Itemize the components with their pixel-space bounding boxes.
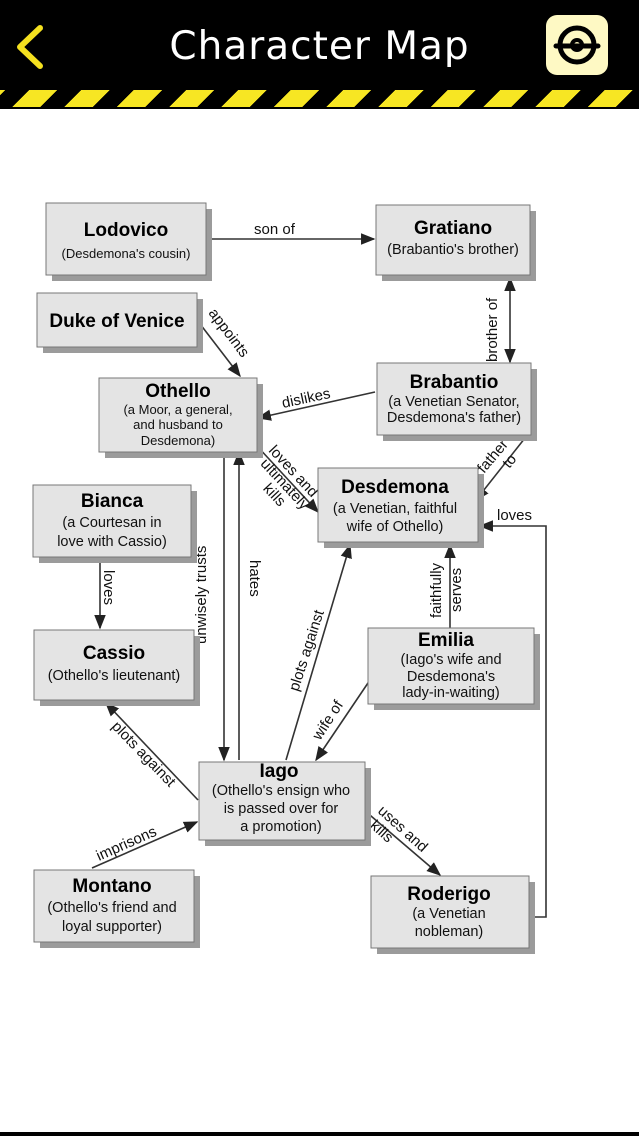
- node-desc-1: (a Courtesan in: [62, 515, 161, 531]
- node-name: Emilia: [418, 630, 474, 651]
- node-iago: Iago (Othello's ensign who is passed ove…: [198, 761, 371, 846]
- settings-button[interactable]: [546, 15, 608, 75]
- node-name: Lodovico: [84, 220, 168, 241]
- node-desc-1: (a Venetian Senator,: [388, 394, 519, 410]
- node-name: Roderigo: [407, 884, 490, 905]
- node-desc-1: (a Moor, a general,: [123, 402, 232, 417]
- node-emilia: Emilia (Iago's wife and Desdemona's lady…: [367, 627, 540, 710]
- node-bianca: Bianca (a Courtesan in love with Cassio): [32, 484, 197, 563]
- node-name: Othello: [145, 381, 210, 402]
- node-desc-2: is passed over for: [224, 801, 339, 817]
- node-desc: (Brabantio's brother): [387, 242, 519, 258]
- label-plots-against-desdemona: plots against: [286, 607, 328, 693]
- node-desc-1: (Iago's wife and: [400, 652, 501, 668]
- label-brother-of: brother of: [484, 297, 501, 362]
- node-name: Bianca: [81, 491, 144, 512]
- node-desc-1: (Othello's ensign who: [212, 783, 350, 799]
- edge-loves-desdemona: [478, 520, 547, 918]
- node-desc-3: a promotion): [240, 819, 321, 835]
- node-roderigo: Roderigo (a Venetian nobleman): [370, 875, 535, 954]
- label-faithfully-serves: faithfully serves: [428, 562, 465, 618]
- node-name: Cassio: [83, 643, 145, 664]
- label-imprisons: imprisons: [94, 823, 160, 865]
- edge-plots-against-cassio: [105, 701, 199, 801]
- node-desc-3: Desdemona): [141, 433, 215, 448]
- node-desc-1: (Othello's friend and: [47, 900, 176, 916]
- relationship-lines: [91, 233, 547, 918]
- chevron-left-icon: [17, 25, 43, 69]
- node-name: Montano: [72, 876, 151, 897]
- node-name: Duke of Venice: [49, 311, 184, 332]
- bottom-edge: [0, 1132, 639, 1136]
- label-unwisely-trusts: unwisely trusts: [193, 546, 210, 644]
- circle-target-icon: [553, 25, 601, 65]
- node-desc-2: loyal supporter): [62, 919, 162, 935]
- header-bar: [0, 0, 639, 90]
- node-brabantio: Brabantio (a Venetian Senator, Desdemona…: [376, 362, 537, 441]
- node-desc-3: lady-in-waiting): [402, 685, 500, 701]
- svg-text:faithfully: faithfully: [428, 562, 445, 618]
- edge-father-to: [475, 437, 526, 502]
- node-name: Brabantio: [410, 372, 499, 393]
- label-loves-desdemona: loves: [497, 507, 532, 524]
- edge-appoints: [196, 319, 241, 378]
- node-lodovico: Lodovico (Desdemona's cousin): [45, 202, 212, 281]
- page-title: Character Map: [169, 24, 470, 69]
- node-desc-2: nobleman): [415, 924, 484, 940]
- node-name: Gratiano: [414, 218, 492, 239]
- svg-text:serves: serves: [448, 568, 465, 612]
- node-desc: (Othello's lieutenant): [48, 668, 181, 684]
- edge-dislikes: [256, 391, 376, 421]
- node-desc-2: wife of Othello): [346, 519, 444, 535]
- label-plots-against-cassio: plots against: [108, 718, 179, 791]
- node-desc-2: and husband to: [133, 417, 223, 432]
- label-loves-cassio: loves: [100, 570, 117, 605]
- node-desc-1: (a Venetian: [412, 906, 485, 922]
- node-desc-1: (a Venetian, faithful: [333, 501, 457, 517]
- node-desdemona: Desdemona (a Venetian, faithful wife of …: [317, 467, 484, 548]
- label-hates: hates: [246, 560, 263, 597]
- node-name: Desdemona: [341, 477, 449, 498]
- node-duke-of-venice: Duke of Venice: [36, 292, 203, 353]
- label-appoints: appoints: [205, 305, 253, 361]
- edge-uses-kills: [363, 809, 442, 876]
- edge-plots-against-desdemona: [285, 543, 352, 761]
- node-desc-2: Desdemona's: [407, 669, 495, 685]
- edge-wife-of: [315, 679, 371, 762]
- back-button[interactable]: [12, 22, 52, 72]
- node-desc-2: Desdemona's father): [387, 410, 521, 426]
- node-othello: Othello (a Moor, a general, and husband …: [98, 377, 263, 458]
- hazard-stripe: [0, 90, 639, 108]
- label-wife-of: wife of: [309, 697, 348, 744]
- node-desc-2: love with Cassio): [57, 534, 167, 550]
- edge-imprisons: [91, 821, 199, 869]
- edge-loves-kills: [256, 445, 319, 514]
- label-son-of: son of: [254, 221, 296, 238]
- node-montano: Montano (Othello's friend and loyal supp…: [33, 869, 200, 948]
- node-cassio: Cassio (Othello's lieutenant): [33, 629, 200, 706]
- node-gratiano: Gratiano (Brabantio's brother): [375, 204, 536, 281]
- node-name: Iago: [259, 761, 298, 782]
- divider: [0, 107, 639, 109]
- node-desc: (Desdemona's cousin): [62, 246, 191, 261]
